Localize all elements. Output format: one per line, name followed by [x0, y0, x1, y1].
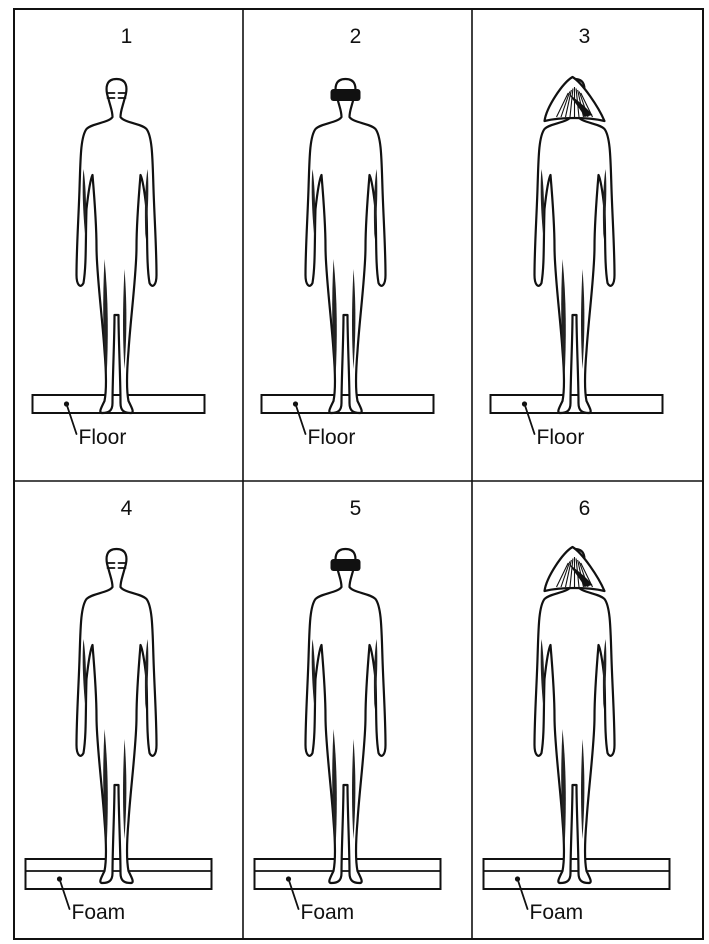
figure-outline — [306, 549, 386, 883]
figure-outline — [77, 549, 157, 883]
surface-label: Floor — [537, 426, 585, 449]
surface-label: Floor — [79, 426, 127, 449]
foam-pad — [255, 859, 441, 889]
floor-board — [33, 395, 205, 413]
blindfold-icon — [331, 89, 361, 101]
figure-outline — [306, 79, 386, 413]
foam-pad — [26, 859, 212, 889]
surface-label: Floor — [308, 426, 356, 449]
standing-figure — [306, 549, 386, 883]
surface-label: Foam — [530, 901, 584, 924]
floor-board — [262, 395, 434, 413]
visual-dome-icon — [545, 547, 605, 591]
floor-board — [491, 395, 663, 413]
figure-outline — [77, 79, 157, 413]
visual-dome-icon — [545, 77, 605, 121]
panel-number: 4 — [121, 497, 133, 520]
panel-number: 6 — [579, 497, 591, 520]
panel-number: 3 — [579, 25, 591, 48]
standing-figure — [535, 77, 615, 413]
standing-figure — [535, 547, 615, 883]
figure-outline — [535, 549, 615, 883]
blindfold-icon — [331, 559, 361, 571]
standing-figure — [306, 79, 386, 413]
standing-figure — [77, 549, 157, 883]
panel-number: 5 — [350, 497, 362, 520]
figure-outline — [535, 79, 615, 413]
standing-figure — [77, 79, 157, 413]
foam-pad — [484, 859, 670, 889]
panel-number: 2 — [350, 25, 362, 48]
panel-number: 1 — [121, 25, 133, 48]
surface-label: Foam — [72, 901, 126, 924]
surface-label: Foam — [301, 901, 355, 924]
